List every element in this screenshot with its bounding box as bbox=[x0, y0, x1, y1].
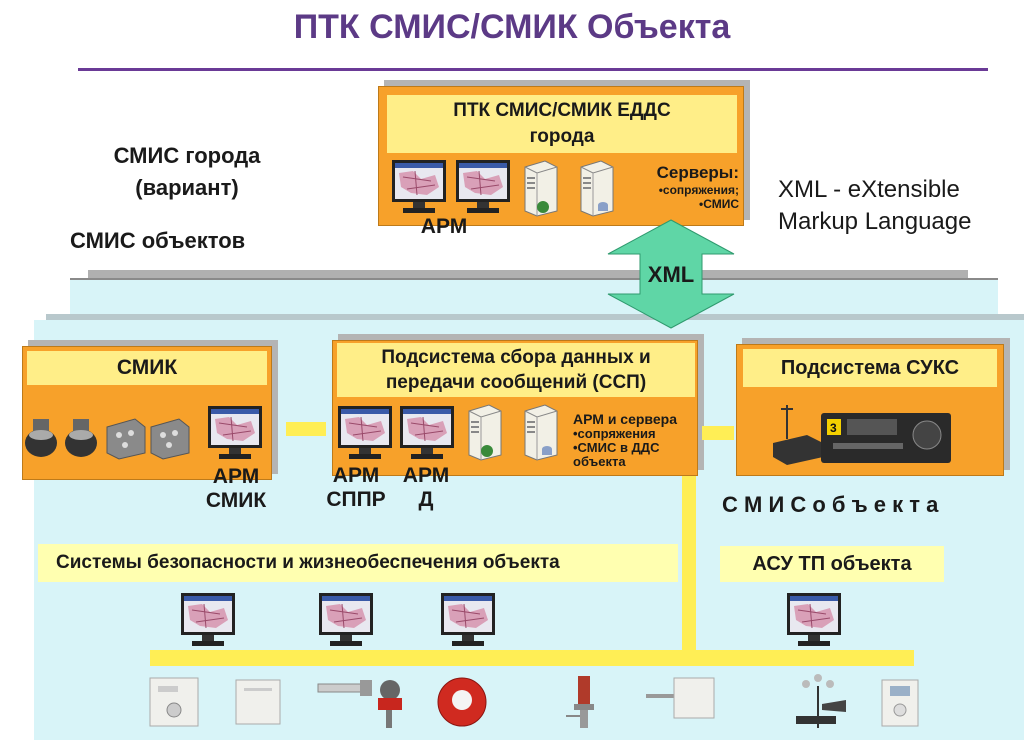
smis-city-line1: СМИС города bbox=[113, 143, 261, 168]
smis-city-line2: (вариант) bbox=[135, 175, 239, 200]
edds-servers-item: •сопряжения; bbox=[658, 183, 739, 197]
workstation-icon bbox=[207, 405, 263, 461]
edds-title: ПТК СМИС/СМИК ЕДДС города bbox=[387, 95, 737, 153]
smik-title: СМИК bbox=[27, 351, 267, 385]
sensor-icons bbox=[25, 418, 190, 460]
asu-label: АСУ ТП объекта bbox=[720, 546, 944, 582]
field-bus bbox=[150, 650, 914, 666]
suks-title: Подсистема СУКС bbox=[743, 349, 997, 387]
sensor-icon bbox=[25, 419, 57, 457]
field-devices bbox=[149, 674, 919, 728]
smik-arm-label: АРМ СМИК bbox=[191, 465, 281, 513]
edds-servers-note: Серверы: •сопряжения; •СМИС bbox=[623, 163, 739, 211]
ssp-servers-note: АРМ и сервера •сопряжения •СМИС в ДДС об… bbox=[573, 411, 699, 469]
workstation-icon bbox=[455, 159, 511, 215]
thermostat-icon bbox=[149, 677, 199, 727]
suks-box: Подсистема СУКС 3 bbox=[736, 344, 1004, 476]
weather-station-icon bbox=[796, 674, 846, 728]
title-divider bbox=[78, 68, 988, 71]
xml-exchange-arrow bbox=[607, 219, 735, 329]
ssp-arm-sppr-label: АРМ СППР bbox=[318, 464, 394, 512]
ssp-title-line1: Подсистема сбора данных и bbox=[381, 347, 651, 368]
edds-servers-title: Серверы: bbox=[656, 163, 739, 182]
radio-station-icon: 3 bbox=[773, 405, 951, 465]
ssp-servers-item: объекта bbox=[573, 454, 626, 469]
xml-note: XML - eXtensible Markup Language bbox=[778, 174, 971, 238]
ssp-box: Подсистема сбора данных и передачи сообщ… bbox=[332, 340, 698, 476]
object-panel-shadow bbox=[88, 270, 968, 280]
workstation-icon bbox=[318, 592, 374, 648]
edds-title-line1: ПТК СМИС/СМИК ЕДДС bbox=[453, 100, 671, 121]
edds-title-line2: города bbox=[529, 126, 595, 147]
smik-arm-line1: АРМ bbox=[212, 465, 260, 488]
ssp-servers-item: •сопряжения bbox=[573, 426, 656, 441]
server-icon bbox=[575, 159, 615, 217]
smis-objects-label: СМИС объектов bbox=[70, 228, 246, 253]
ssp-servers-item: •СМИС в ДДС bbox=[573, 440, 660, 455]
smik-ssp-link bbox=[286, 422, 326, 436]
duct-sensor-icon bbox=[646, 677, 715, 719]
workstation-icon bbox=[786, 592, 842, 648]
workstation-icon bbox=[440, 592, 496, 648]
smis-city-label: СМИС города (вариант) bbox=[92, 140, 282, 204]
ssp-arm-d-label: АРМ Д bbox=[394, 464, 458, 512]
sensor-box-icon bbox=[235, 679, 281, 725]
smik-arm-line2: СМИК bbox=[205, 489, 267, 512]
wall-device-icon bbox=[881, 679, 919, 727]
safety-systems-label: Системы безопасности и жизнеобеспечения … bbox=[38, 544, 678, 582]
ssp-title: Подсистема сбора данных и передачи сообщ… bbox=[337, 343, 695, 397]
workstation-icon bbox=[337, 405, 393, 461]
workstation-icon bbox=[391, 159, 447, 215]
workstation-icon bbox=[180, 592, 236, 648]
xml-note-line1: XML - eXtensible bbox=[778, 176, 960, 203]
vertical-bus bbox=[682, 476, 696, 656]
workstation-icon bbox=[399, 405, 455, 461]
edds-arm-label: АРМ bbox=[420, 215, 468, 238]
ssp-arm-sppr-line2: СППР bbox=[326, 488, 386, 511]
ssp-arm-d-line1: АРМ bbox=[402, 464, 450, 487]
smik-box: СМИК АРМ СМИК bbox=[22, 346, 272, 512]
server-icon bbox=[519, 403, 559, 461]
radio-channel-number: 3 bbox=[830, 421, 837, 435]
sensor-icon bbox=[65, 419, 97, 457]
server-icon bbox=[519, 159, 559, 217]
ssp-title-line2: передачи сообщений (ССП) bbox=[385, 372, 647, 393]
xml-arrow-label: XML bbox=[647, 262, 695, 287]
pressure-sensor-icon bbox=[566, 676, 594, 728]
ssp-arm-sppr-line1: АРМ bbox=[332, 464, 380, 487]
ssp-arm-d-line2: Д bbox=[418, 488, 434, 511]
ssp-suks-link bbox=[702, 426, 734, 440]
edds-servers-item: •СМИС bbox=[699, 197, 739, 211]
detector-icon bbox=[437, 677, 487, 727]
ssp-servers-title: АРМ и сервера bbox=[573, 411, 677, 427]
sensor-icon bbox=[150, 418, 190, 460]
page-title: ПТК СМИС/СМИК Объекта bbox=[293, 8, 731, 46]
smis-object-label: С М И С о б ъ е к т а bbox=[722, 492, 939, 517]
sensor-icon bbox=[106, 418, 146, 460]
object-panel-main-shadow bbox=[46, 314, 1024, 322]
server-icon bbox=[463, 403, 503, 461]
edds-box: ПТК СМИС/СМИК ЕДДС города Серверы: •сопр… bbox=[378, 86, 744, 238]
probe-icon bbox=[317, 680, 402, 728]
xml-note-line2: Markup Language bbox=[778, 208, 972, 235]
